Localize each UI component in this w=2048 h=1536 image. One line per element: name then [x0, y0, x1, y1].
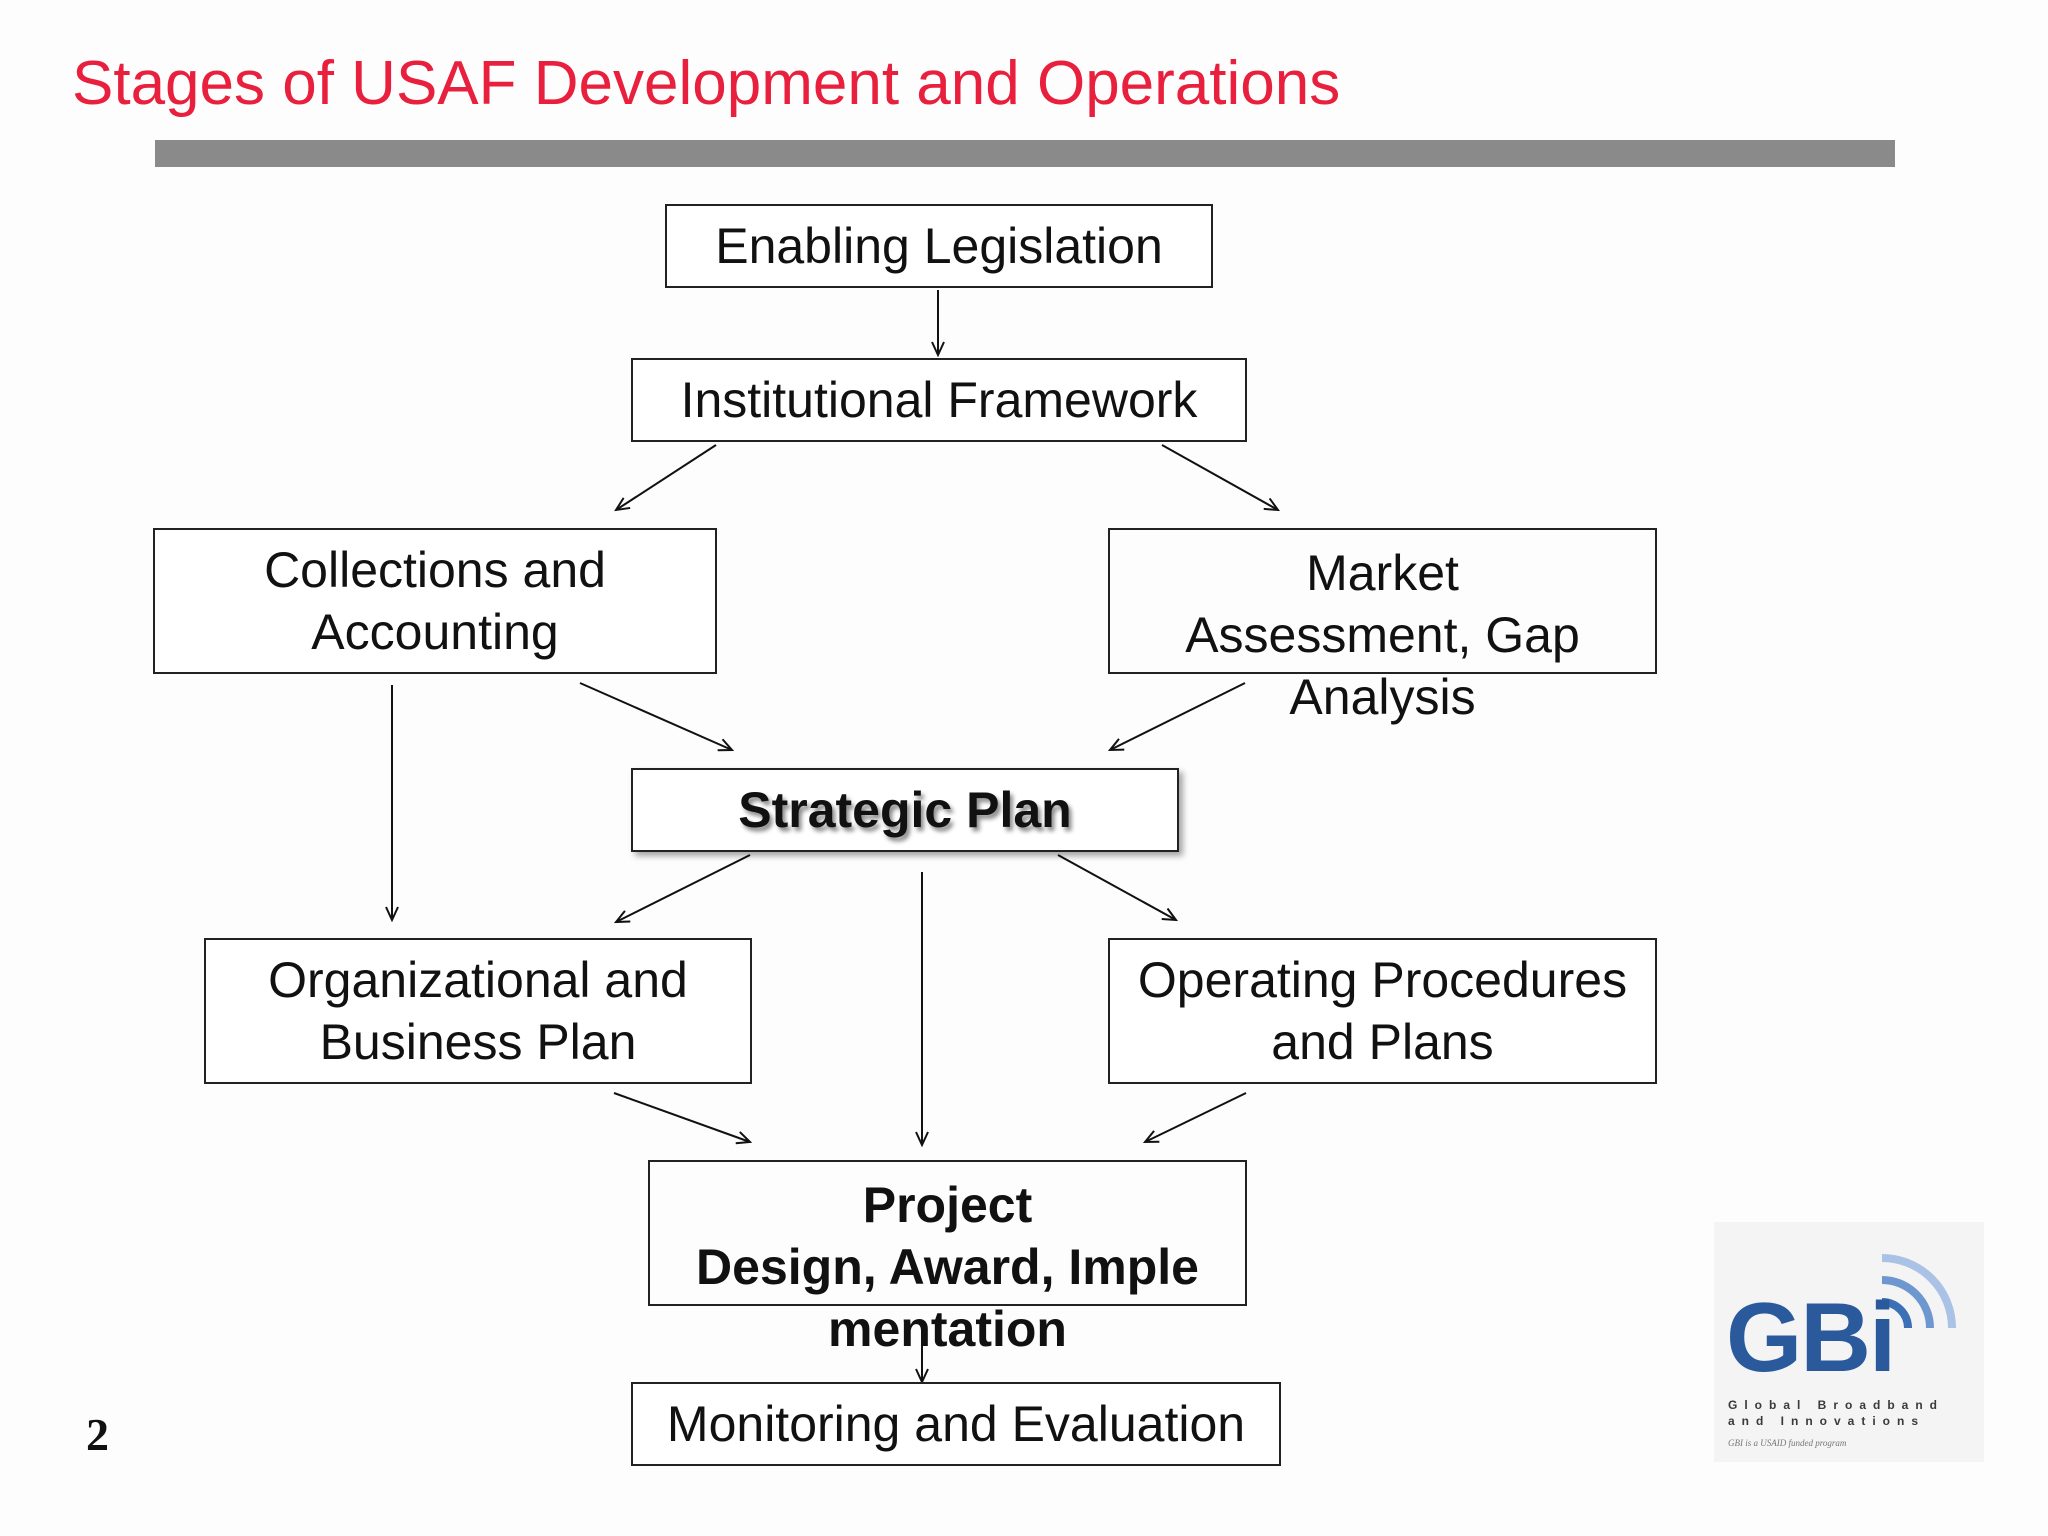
edge-collections-to-strategic: [579, 682, 732, 750]
node-label-line-1: Collections and: [264, 542, 606, 598]
node-label: Strategic Plan: [738, 782, 1072, 838]
node-strategic-plan: Strategic Plan: [631, 768, 1179, 852]
node-label-line-2: Business Plan: [319, 1014, 637, 1070]
page-number: 2: [86, 1409, 109, 1460]
node-label-line-2: Accounting: [311, 604, 559, 660]
logo-tagline-1: Global Broadband: [1728, 1398, 1945, 1412]
gbi-logo: GBi Global Broadband and Innovations GBI…: [1714, 1222, 1984, 1462]
node-market-assessment: Market Assessment, Gap Analysis: [1108, 528, 1657, 725]
node-label-line-1: Project: [862, 1177, 1033, 1233]
node-label: Monitoring and Evaluation: [666, 1396, 1246, 1452]
node-label-line-1: Operating Procedures: [1137, 952, 1628, 1008]
node-label: Enabling Legislation: [715, 218, 1163, 274]
edge-market-to-strategic: [1110, 682, 1246, 750]
slide-title: Stages of USAF Development and Operation…: [72, 49, 1341, 118]
node-operating-procedures: Operating Procedures and Plans: [1108, 938, 1657, 1084]
edge-strategic-to-operating: [1057, 854, 1176, 920]
node-collections-accounting: Collections and Accounting: [153, 528, 717, 674]
signal-waves-icon: [1881, 1254, 1956, 1329]
edge-operating-to-project: [1145, 1092, 1247, 1142]
node-label-line-2: Design, Award, Imple: [696, 1239, 1199, 1295]
node-label-line-1: Organizational and: [268, 952, 688, 1008]
node-label-line-2: and Plans: [1271, 1014, 1494, 1070]
node-institutional-framework: Institutional Framework: [631, 358, 1247, 442]
logo-mark: GBi: [1726, 1282, 1896, 1392]
edge-framework-to-collections: [616, 444, 717, 510]
node-organizational-plan: Organizational and Business Plan: [204, 938, 752, 1084]
node-label: Institutional Framework: [680, 372, 1198, 428]
node-label-line-1: Market: [1306, 545, 1459, 601]
edge-framework-to-market: [1161, 444, 1278, 510]
node-label-line-3: mentation: [828, 1301, 1067, 1357]
node-label-line-3: Analysis: [1289, 669, 1476, 725]
node-label-line-2: Assessment, Gap: [1185, 607, 1580, 663]
node-enabling-legislation: Enabling Legislation: [665, 204, 1213, 288]
node-project: Project Design, Award, Imple mentation: [648, 1160, 1247, 1357]
edge-organizational-to-project: [613, 1092, 750, 1142]
logo-tagline-2: and Innovations: [1728, 1414, 1926, 1428]
title-rule: [155, 140, 1895, 167]
edge-strategic-to-organizational: [616, 854, 751, 922]
logo-note: GBI is a USAID funded program: [1728, 1438, 1847, 1448]
node-monitoring: Monitoring and Evaluation: [631, 1382, 1281, 1466]
